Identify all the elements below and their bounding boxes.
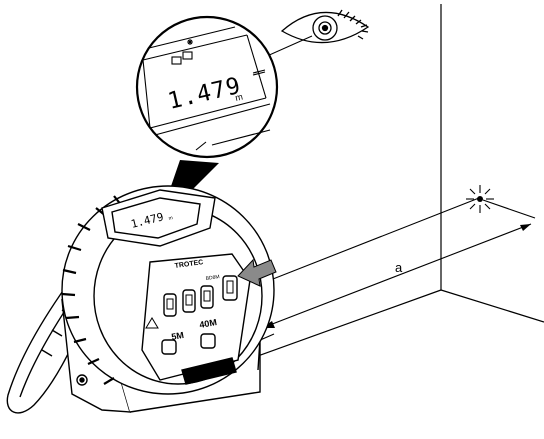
floor-line-right xyxy=(440,289,544,323)
display-unit: m xyxy=(168,215,173,222)
laser-burst-icon xyxy=(466,185,494,213)
measurement-lines xyxy=(244,197,536,342)
dimension-line xyxy=(261,223,532,329)
room-corner xyxy=(229,4,544,367)
laser-range-label: 40M xyxy=(199,317,218,330)
laser-beam-line xyxy=(244,197,480,291)
dimension-arrow-right xyxy=(520,224,531,231)
brand-label: TROTEC xyxy=(174,259,203,270)
pointer-arrow-icon xyxy=(237,258,277,287)
floor-line-left xyxy=(229,289,442,367)
reference-line xyxy=(482,199,536,219)
zoom-unit: m xyxy=(234,92,244,103)
eye-icon xyxy=(280,9,370,44)
tape-length-label: 5M xyxy=(171,330,185,342)
tape-measure-device xyxy=(61,185,275,413)
model-label: BD8M xyxy=(205,274,220,282)
distance-label: a xyxy=(395,260,403,275)
